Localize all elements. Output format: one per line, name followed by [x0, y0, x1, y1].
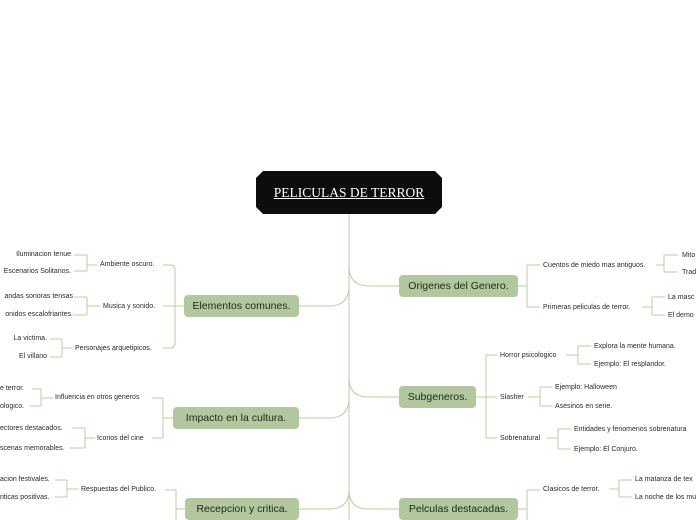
leaf-sonidos-escalofriantes[interactable]: onidos escalofriantes.	[5, 311, 73, 318]
leaf-la-victima[interactable]: La victima.	[13, 335, 47, 342]
topic-recepcion-critica[interactable]: Recepcion y critica.	[185, 498, 299, 520]
leaf-directores-destacados[interactable]: ectores destacados.	[0, 425, 63, 432]
subtopic-clasicos-terror[interactable]: Clasicos de terror.	[543, 486, 600, 493]
leaf-iluminacion-tenue[interactable]: Iluminacion tenue	[16, 251, 71, 258]
leaf-entidades-fenomenos[interactable]: Entidades y fenomenos sobrenatura	[574, 426, 687, 433]
subtopic-sobrenatural[interactable]: Sobrenatural	[500, 435, 541, 442]
subtopic-respuestas-publico[interactable]: Respuestas del Publico.	[81, 486, 157, 493]
leaf-el-conjuro[interactable]: Ejemplo: El Conjuro.	[574, 446, 638, 453]
subtopic-ambiente-oscuro[interactable]: Ambiente oscuro.	[100, 261, 155, 268]
leaf-asesinos-serie[interactable]: Asesinos en serie.	[555, 403, 613, 410]
topic-subgeneros[interactable]: Subgeneros.	[399, 386, 476, 408]
topic-impacto-cultura[interactable]: Impacto en la cultura.	[173, 407, 299, 429]
subtopic-influencia-generos[interactable]: Influencia en otros generos	[55, 394, 140, 401]
root-title: PELICULAS DE TERROR	[273, 185, 425, 200]
leaf-la-mascara[interactable]: La masc	[668, 294, 695, 301]
leaf-mito[interactable]: Mito	[682, 252, 696, 259]
subtopic-primeras-peliculas[interactable]: Primeras peliculas de terror.	[543, 304, 631, 311]
subtopic-slasher[interactable]: Slasher	[500, 394, 524, 401]
leaf-escenas-memorables[interactable]: scenas memorables.	[0, 445, 65, 452]
leaf-halloween[interactable]: Ejemplo: Halloween	[555, 384, 617, 391]
root-node[interactable]: PELICULAS DE TERROR	[256, 171, 442, 214]
subtopic-cuentos-miedo[interactable]: Cuentos de miedo mas antiguos.	[543, 262, 646, 269]
root-octagon-shape	[256, 171, 442, 214]
subtopic-personajes-arquetipicos[interactable]: Personajes arquetipicos.	[75, 345, 152, 352]
leaf-matanza-texas[interactable]: La matanza de tex	[635, 476, 693, 483]
leaf-festivales[interactable]: acion festivales.	[0, 476, 50, 483]
subtopic-horror-psicologico[interactable]: Horror psicologico	[500, 352, 557, 359]
topic-origenes-genero[interactable]: Origenes del Genero.	[399, 275, 518, 297]
leaf-el-resplandor[interactable]: Ejemplo: El resplandor.	[594, 361, 666, 368]
leaf-psicologico[interactable]: ologico.	[0, 403, 25, 410]
leaf-noche-muertos[interactable]: La noche de los mu	[635, 494, 697, 501]
leaf-escenarios-solitarios[interactable]: Escenarios Solitarios.	[3, 268, 71, 275]
leaf-el-demonio[interactable]: El demo	[668, 312, 694, 319]
leaf-terror[interactable]: e terror.	[0, 385, 25, 392]
subtopic-iconos-cine[interactable]: Iconos del cine	[97, 435, 144, 442]
leaf-explora-mente[interactable]: Explora la mente humana.	[594, 343, 676, 350]
leaf-el-villano[interactable]: El villano	[18, 353, 47, 360]
subtopic-musica-sonido[interactable]: Musica y sonido.	[103, 303, 156, 310]
leaf-criticas-positivas[interactable]: riticas positivas.	[0, 494, 50, 501]
leaf-tradiciones[interactable]: Trad	[682, 269, 697, 276]
leaf-bandas-sonoras[interactable]: andas sonoras tensas	[4, 293, 74, 300]
topic-peliculas-destacadas[interactable]: Pelculas destacadas.	[399, 498, 518, 520]
topic-elementos-comunes[interactable]: Elementos comunes.	[184, 295, 299, 317]
